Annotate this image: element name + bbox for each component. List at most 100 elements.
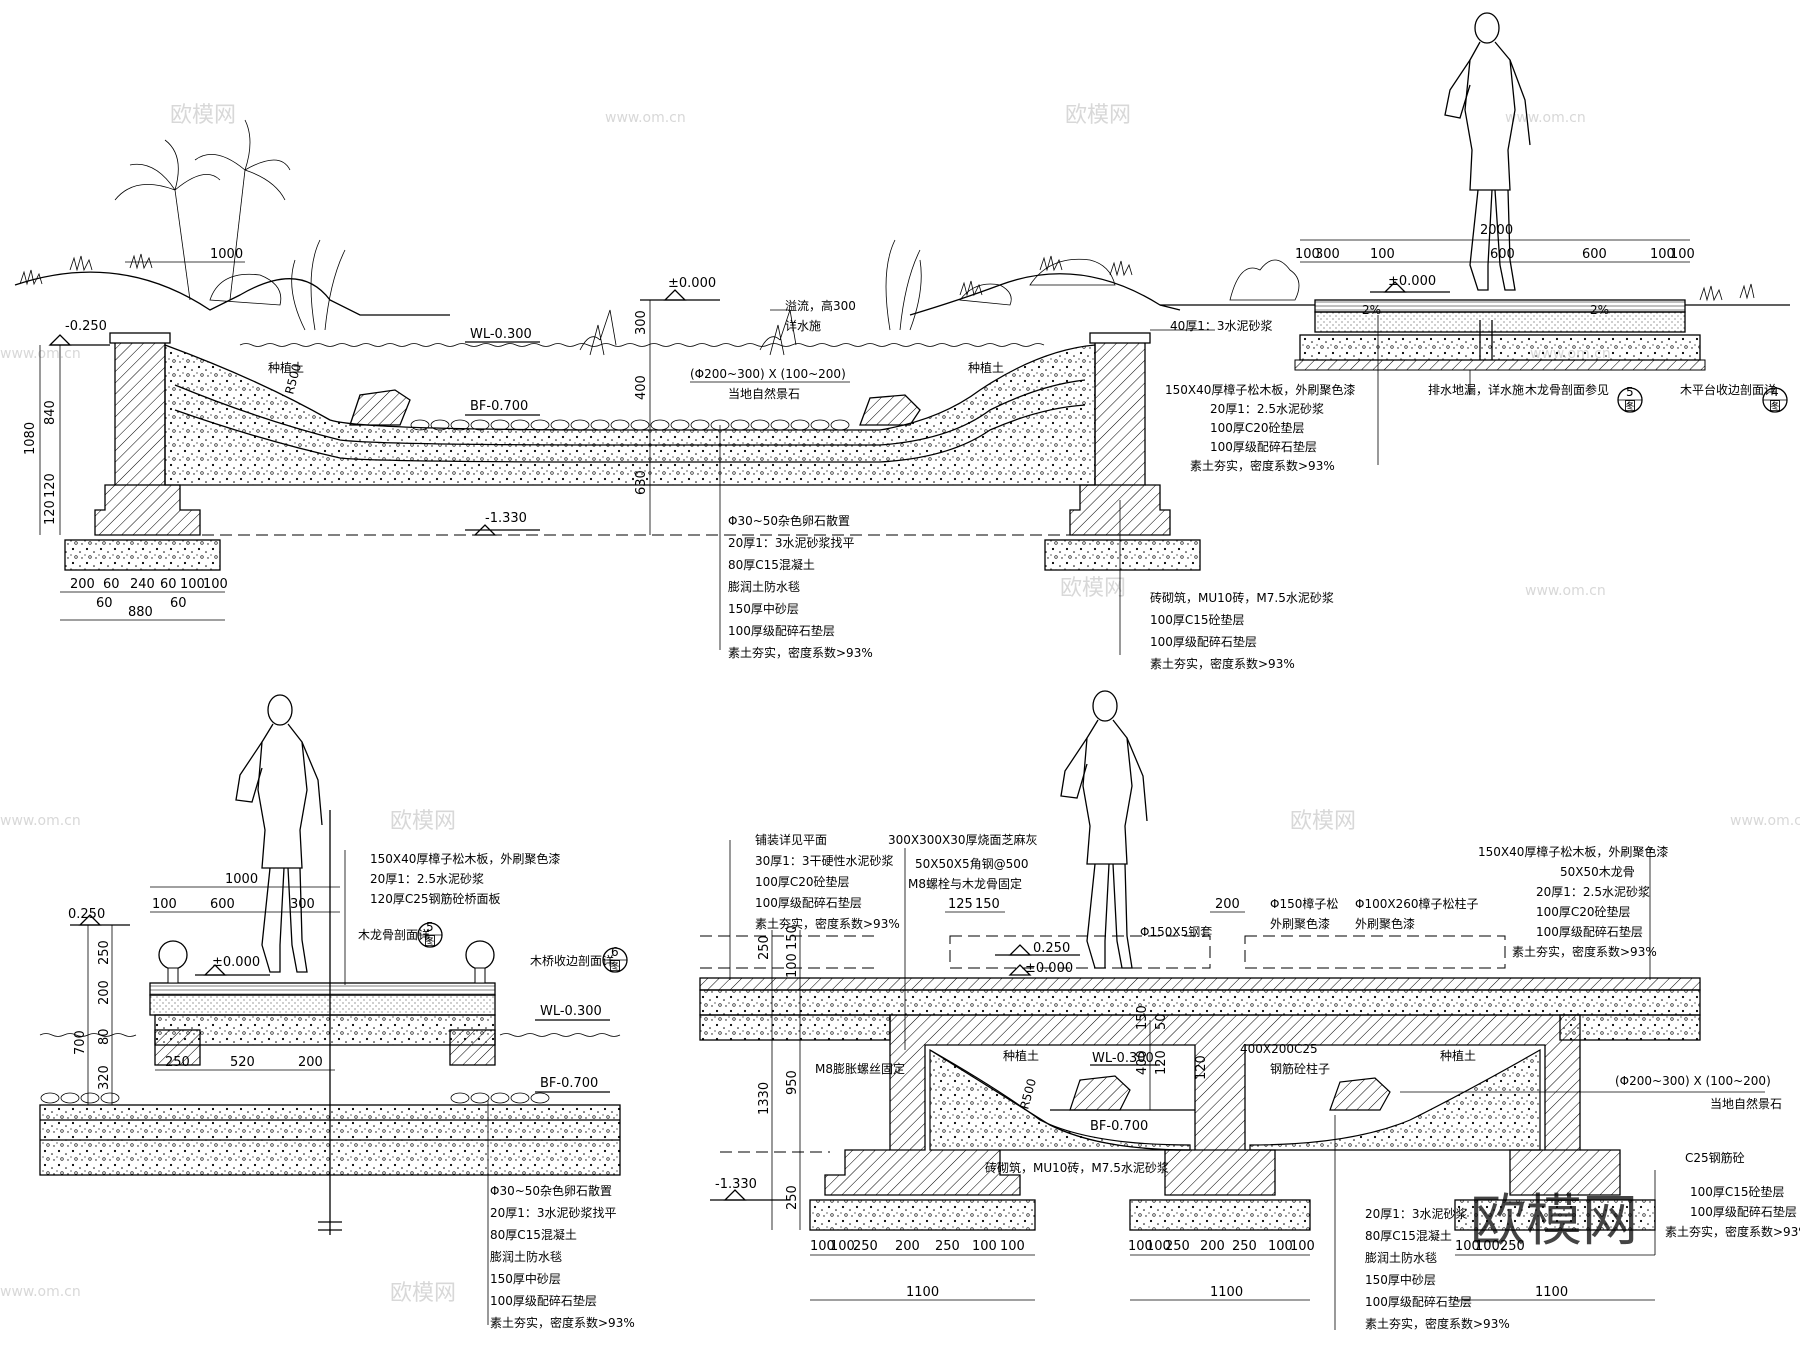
layer-list-wall: 砖砌筑，MU10砖，M7.5水泥砂浆 100厚C15砼垫层 100厚级配碎石垫层… [1150, 590, 1334, 671]
dim-100: 100 [203, 577, 228, 592]
person-figure-icon [1060, 690, 1148, 969]
paving-layer-list: 铺装详见平面 30厚1：3干硬性水泥砂浆 100厚C20砼垫层 100厚级配碎石… [755, 832, 900, 931]
dim-120: 120 [1154, 1050, 1169, 1075]
dim-150: 150 [785, 925, 800, 950]
dim-100: 100 [1370, 247, 1395, 262]
left-wall-cap [109, 332, 171, 344]
section-c-bridge: 0.250 ±0.000 WL-0.300 BF-0.700 250 200 8… [39, 694, 635, 1330]
bridge-boards [149, 982, 496, 996]
watermark-site: www.om.cn [1525, 583, 1606, 599]
svg-text:图: 图 [1769, 399, 1781, 413]
svg-text:100厚C15砼垫层: 100厚C15砼垫层 [1690, 1184, 1785, 1199]
elevation-base: -1.330 [715, 1177, 757, 1192]
svg-text:50X50木龙骨: 50X50木龙骨 [1560, 865, 1635, 879]
svg-text:100: 100 [1290, 1239, 1315, 1254]
dim-100: 100 [180, 577, 205, 592]
svg-text:100厚级配碎石垫层: 100厚级配碎石垫层 [1210, 439, 1317, 454]
elevation-marker [48, 334, 72, 346]
dim-200: 200 [70, 577, 95, 592]
svg-text:100厚C20砼垫层: 100厚C20砼垫层 [1210, 420, 1305, 435]
lamp-icon [465, 940, 495, 970]
section-a-stream: -0.250 ±0.000 WL-0.300 BF-0.700 -1.330 8… [14, 119, 1334, 671]
bridge-ref-label: 木桥收边剖面详 [530, 953, 614, 968]
paving-surface [699, 977, 1701, 991]
svg-text:20厚1：2.5水泥砂浆: 20厚1：2.5水泥砂浆 [370, 871, 484, 886]
footing [1454, 1199, 1656, 1231]
svg-text:C25钢筋砼: C25钢筋砼 [1685, 1150, 1745, 1165]
svg-text:100厚级配碎石垫层: 100厚级配碎石垫层 [1690, 1204, 1797, 1219]
footing-layer-list: C25钢筋砼 100厚C15砼垫层 100厚级配碎石垫层 素土夯实，密度系数>9… [1665, 1150, 1800, 1239]
watermark-brand: 欧模网 [1065, 103, 1131, 128]
svg-text:80厚C15混凝土: 80厚C15混凝土 [1365, 1228, 1452, 1243]
dim-60: 60 [103, 577, 120, 592]
svg-text:100厚级配碎石垫层: 100厚级配碎石垫层 [1150, 634, 1257, 649]
keel-ref-label: 木龙骨剖面参见 [1525, 382, 1609, 397]
svg-text:100厚级配碎石垫层: 100厚级配碎石垫层 [728, 623, 835, 638]
overflow-label: 溢流，高300 [785, 298, 856, 313]
boulder-icon [209, 258, 1116, 306]
dim-300: 300 [290, 897, 315, 912]
slope-right: 2% [1590, 303, 1609, 317]
svg-text:Φ30~50杂色卵石散置: Φ30~50杂色卵石散置 [490, 1183, 612, 1198]
svg-text:膨润土防水毯: 膨润土防水毯 [490, 1249, 562, 1264]
elevation-water-level: WL-0.300 [540, 1004, 602, 1019]
dim-60: 60 [170, 596, 187, 611]
svg-text:外刷聚色漆: 外刷聚色漆 [1270, 917, 1330, 931]
channel-body [164, 344, 1096, 486]
bolt-label: M8膨胀螺丝固定 [815, 1061, 905, 1076]
dim-840: 840 [43, 400, 58, 425]
svg-text:外刷聚色漆: 外刷聚色漆 [1355, 917, 1415, 931]
cap-mortar-label: 40厚1：3水泥砂浆 [1170, 318, 1273, 333]
svg-text:100: 100 [1475, 1239, 1500, 1254]
dim-60: 60 [96, 596, 113, 611]
feature-stone-left [1069, 1075, 1131, 1111]
grass-tufts [19, 253, 1133, 297]
column-label: 400X200C25 [1240, 1042, 1318, 1056]
svg-text:80厚C15混凝土: 80厚C15混凝土 [490, 1227, 577, 1242]
stone-note-label: 当地自然景石 [728, 386, 800, 401]
left-wall [114, 339, 166, 486]
dim-1000: 1000 [225, 872, 258, 887]
detail-ref-6: 6 图 [602, 945, 628, 973]
person-figure-icon [1444, 12, 1531, 291]
right-layer-list: 150X40厚樟子松木板，外刷聚色漆 50X50木龙骨 20厚1：2.5水泥砂浆… [1478, 844, 1668, 959]
left-footing [64, 539, 221, 571]
svg-text:Φ150X5钢套: Φ150X5钢套 [1140, 925, 1212, 939]
dim-100: 100 [1650, 247, 1675, 262]
watermark-brand: 欧模网 [170, 103, 236, 128]
edge-ref-label: 木平台收边剖面详 [1680, 382, 1776, 397]
svg-text:膨润土防水毯: 膨润土防水毯 [728, 579, 800, 594]
svg-text:100: 100 [1128, 1239, 1153, 1254]
svg-text:200: 200 [895, 1239, 920, 1254]
svg-text:100厚级配碎石垫层: 100厚级配碎石垫层 [1365, 1294, 1472, 1309]
svg-text:砖砌筑，MU10砖，M7.5水泥砂浆: 砖砌筑，MU10砖，M7.5水泥砂浆 [1150, 590, 1334, 605]
elevation-bottom-fill: BF-0.700 [540, 1076, 598, 1091]
bench-callouts: 300X300X30厚烧面芝麻灰 50X50X5角钢@500 M8螺栓与木龙骨固… [888, 832, 1038, 891]
stone-note-label: 当地自然景石 [1710, 1096, 1782, 1111]
elevation-water-level: WL-0.300 [1092, 1051, 1154, 1066]
svg-text:素土夯实，密度系数>93%: 素土夯实，密度系数>93% [728, 645, 873, 660]
elevation-bottom-fill: BF-0.700 [470, 399, 528, 414]
keel-ref-label: 木龙骨剖面详 [358, 927, 430, 942]
dim-1100: 1100 [1535, 1285, 1568, 1300]
watermark-site: www.om.cn [0, 813, 81, 829]
deck-elevation: ±0.000 [1388, 274, 1436, 289]
dim-125: 125 [948, 897, 973, 912]
dim-1080: 1080 [23, 422, 38, 455]
pebbles [410, 419, 850, 431]
watermark-site: www.om.cn [0, 1284, 81, 1300]
dim-120: 120 [43, 500, 58, 525]
elevation-zero: ±0.000 [668, 276, 716, 291]
shrub-icon [579, 309, 797, 356]
svg-text:100厚级配碎石垫层: 100厚级配碎石垫层 [755, 895, 862, 910]
dim-950: 950 [785, 1070, 800, 1095]
detail-ref-5: 5 图 [417, 920, 443, 948]
person-figure-icon [235, 694, 323, 973]
dim-100: 100 [152, 897, 177, 912]
watermark-brand: 欧模网 [390, 809, 456, 834]
svg-text:Φ30~50杂色卵石散置: Φ30~50杂色卵石散置 [728, 513, 850, 528]
dim-100: 100 [1295, 247, 1320, 262]
dim-1000: 1000 [210, 247, 243, 262]
soil-label-right: 种植土 [968, 360, 1004, 375]
dim-group-2: 100 100 250 200 250 100 100 [1128, 1239, 1315, 1254]
